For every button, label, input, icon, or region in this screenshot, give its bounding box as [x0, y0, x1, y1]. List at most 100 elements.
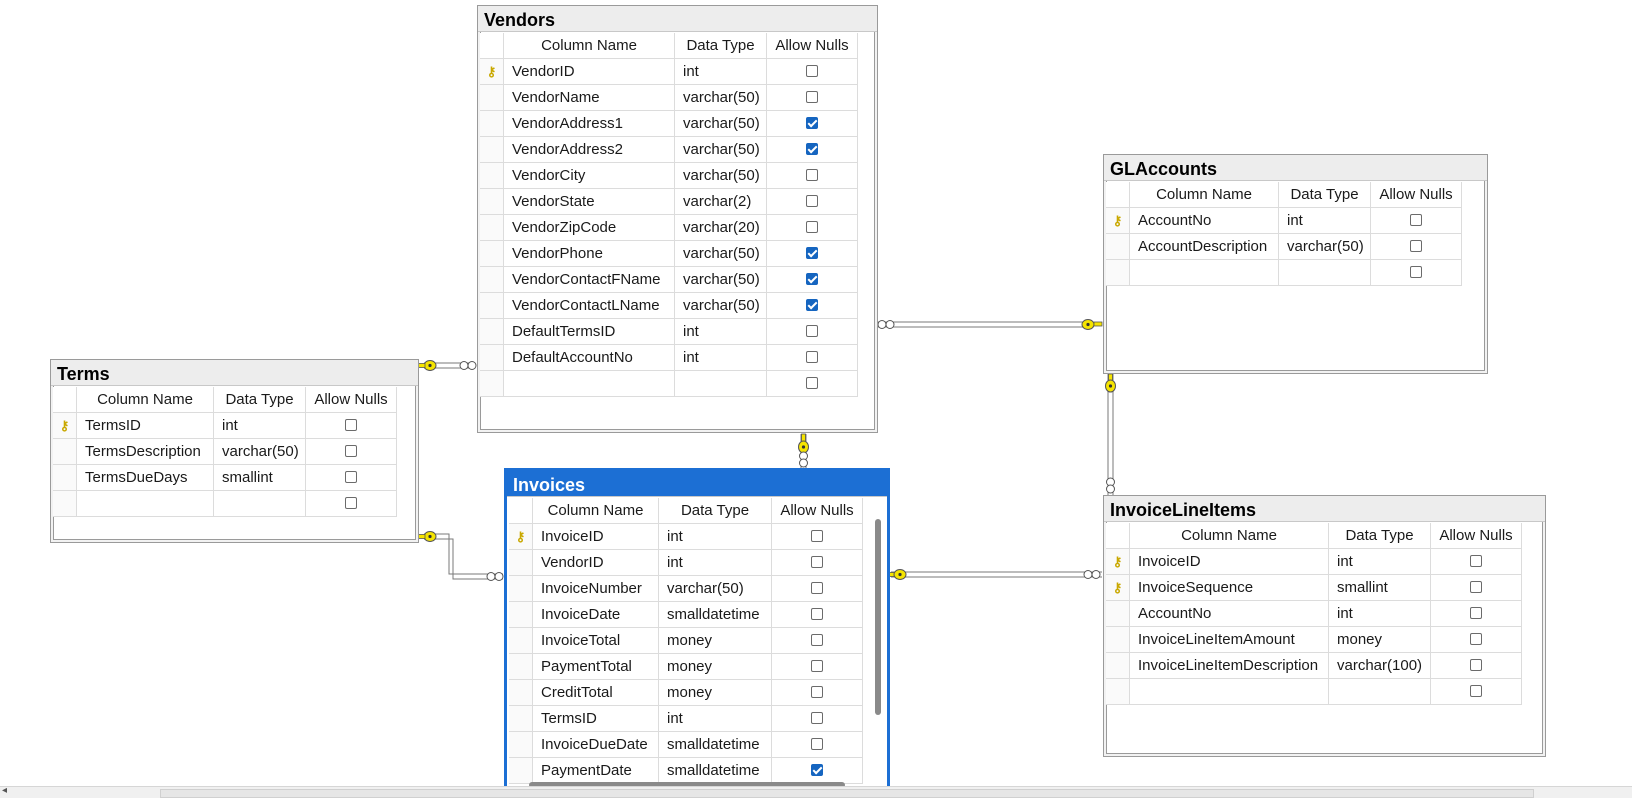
- row-selector-header[interactable]: [1106, 182, 1130, 208]
- row-selector[interactable]: [480, 267, 504, 293]
- row-selector[interactable]: [480, 319, 504, 345]
- column-name-cell[interactable]: VendorID: [504, 59, 675, 85]
- scroll-left-icon[interactable]: ◂: [2, 785, 8, 796]
- allow-nulls-checkbox[interactable]: [806, 377, 818, 390]
- allow-nulls-checkbox[interactable]: [1470, 555, 1482, 568]
- column-name-cell[interactable]: InvoiceID: [533, 524, 659, 550]
- row-selector[interactable]: [509, 758, 533, 784]
- column-name-cell[interactable]: [1130, 679, 1329, 705]
- allow-nulls-checkbox[interactable]: [811, 582, 823, 595]
- column-name-cell[interactable]: VendorZipCode: [504, 215, 675, 241]
- data-type-cell[interactable]: [675, 371, 767, 397]
- row-selector[interactable]: [53, 465, 77, 491]
- column-name-header[interactable]: Column Name: [504, 33, 675, 59]
- data-type-cell[interactable]: varchar(50): [675, 293, 767, 319]
- row-selector[interactable]: [480, 163, 504, 189]
- data-type-header[interactable]: Data Type: [214, 387, 306, 413]
- canvas-horizontal-scrollbar[interactable]: ◂: [0, 785, 1632, 798]
- column-name-cell[interactable]: VendorState: [504, 189, 675, 215]
- row-selector[interactable]: ⚷: [1106, 549, 1130, 575]
- row-selector[interactable]: [1106, 234, 1130, 260]
- row-selector-header[interactable]: [509, 498, 533, 524]
- row-selector-header[interactable]: [1106, 523, 1130, 549]
- row-selector[interactable]: [480, 293, 504, 319]
- column-name-cell[interactable]: InvoiceSequence: [1130, 575, 1329, 601]
- allow-nulls-checkbox[interactable]: [811, 608, 823, 621]
- table-title[interactable]: Terms: [51, 360, 418, 386]
- allow-nulls-checkbox[interactable]: [811, 530, 823, 543]
- row-selector[interactable]: [1106, 601, 1130, 627]
- column-name-cell[interactable]: PaymentTotal: [533, 654, 659, 680]
- row-selector[interactable]: [1106, 627, 1130, 653]
- data-type-header[interactable]: Data Type: [675, 33, 767, 59]
- data-type-cell[interactable]: int: [659, 550, 772, 576]
- column-name-cell[interactable]: AccountDescription: [1130, 234, 1279, 260]
- data-type-cell[interactable]: varchar(50): [214, 439, 306, 465]
- allow-nulls-checkbox[interactable]: [806, 273, 818, 286]
- column-name-cell[interactable]: VendorPhone: [504, 241, 675, 267]
- column-name-cell[interactable]: InvoiceDueDate: [533, 732, 659, 758]
- horizontal-scrollbar[interactable]: [529, 782, 845, 788]
- data-type-cell[interactable]: smalldatetime: [659, 758, 772, 784]
- relationship-glaccounts-lineitems[interactable]: [1105, 373, 1116, 495]
- table-title[interactable]: InvoiceLineItems: [1104, 496, 1545, 522]
- data-type-cell[interactable]: varchar(50): [675, 267, 767, 293]
- column-name-cell[interactable]: InvoiceLineItemAmount: [1130, 627, 1329, 653]
- allow-nulls-checkbox[interactable]: [811, 764, 823, 777]
- data-type-cell[interactable]: money: [1329, 627, 1431, 653]
- data-type-cell[interactable]: int: [675, 319, 767, 345]
- data-type-cell[interactable]: [1329, 679, 1431, 705]
- row-selector[interactable]: [480, 137, 504, 163]
- row-selector[interactable]: [509, 576, 533, 602]
- allow-nulls-checkbox[interactable]: [345, 445, 357, 458]
- allow-nulls-checkbox[interactable]: [811, 738, 823, 751]
- column-name-cell[interactable]: TermsDueDays: [77, 465, 214, 491]
- data-type-cell[interactable]: int: [659, 524, 772, 550]
- allow-nulls-checkbox[interactable]: [1410, 214, 1422, 227]
- column-name-cell[interactable]: DefaultTermsID: [504, 319, 675, 345]
- allow-nulls-checkbox[interactable]: [811, 660, 823, 673]
- row-selector[interactable]: [509, 680, 533, 706]
- data-type-cell[interactable]: int: [675, 345, 767, 371]
- allow-nulls-checkbox[interactable]: [806, 117, 818, 130]
- row-selector[interactable]: [480, 345, 504, 371]
- allow-nulls-header[interactable]: Allow Nulls: [1371, 182, 1462, 208]
- data-type-cell[interactable]: smalldatetime: [659, 602, 772, 628]
- allow-nulls-checkbox[interactable]: [806, 299, 818, 312]
- data-type-header[interactable]: Data Type: [659, 498, 772, 524]
- allow-nulls-checkbox[interactable]: [806, 169, 818, 182]
- data-type-cell[interactable]: int: [214, 413, 306, 439]
- allow-nulls-checkbox[interactable]: [1470, 633, 1482, 646]
- row-selector[interactable]: ⚷: [1106, 208, 1130, 234]
- row-selector[interactable]: [53, 491, 77, 517]
- data-type-cell[interactable]: smallint: [1329, 575, 1431, 601]
- allow-nulls-checkbox[interactable]: [345, 419, 357, 432]
- row-selector[interactable]: ⚷: [53, 413, 77, 439]
- data-type-cell[interactable]: [1279, 260, 1371, 286]
- relationship-terms-vendors[interactable]: [417, 360, 477, 371]
- allow-nulls-header[interactable]: Allow Nulls: [772, 498, 863, 524]
- column-name-header[interactable]: Column Name: [533, 498, 659, 524]
- column-name-cell[interactable]: AccountNo: [1130, 601, 1329, 627]
- row-selector[interactable]: [509, 706, 533, 732]
- column-name-cell[interactable]: VendorName: [504, 85, 675, 111]
